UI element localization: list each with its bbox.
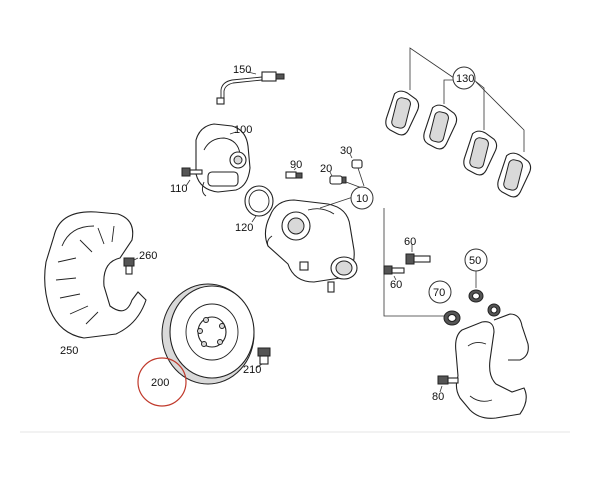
callout-130 bbox=[452, 66, 476, 90]
label-10: 10 bbox=[356, 193, 368, 205]
part-70-bushing[interactable] bbox=[443, 310, 461, 326]
label-130: 130 bbox=[456, 73, 474, 85]
part-100-caliper-housing[interactable] bbox=[195, 123, 251, 197]
part-250-dust-shield[interactable] bbox=[44, 211, 147, 339]
label-250: 250 bbox=[60, 345, 78, 357]
part-10-caliper-body[interactable] bbox=[264, 199, 358, 293]
label-100: 100 bbox=[234, 124, 252, 136]
part-50-bushing[interactable] bbox=[468, 289, 501, 317]
label-20: 20 bbox=[320, 163, 332, 175]
part-260-bolt[interactable] bbox=[123, 257, 135, 275]
part-60-guide-bolt[interactable] bbox=[383, 265, 405, 275]
label-120: 120 bbox=[235, 222, 253, 234]
part-210-screw[interactable] bbox=[257, 347, 271, 365]
label-70: 70 bbox=[433, 287, 445, 299]
callout-10 bbox=[350, 186, 374, 210]
part-20-cap[interactable] bbox=[329, 175, 347, 185]
leader-150 bbox=[247, 71, 257, 75]
label-200: 200 bbox=[151, 377, 169, 389]
label-80: 80 bbox=[432, 391, 444, 403]
part-80-bolt[interactable] bbox=[437, 375, 459, 385]
leader-60b bbox=[393, 275, 397, 281]
leader-260 bbox=[133, 257, 139, 261]
callout-70 bbox=[428, 280, 452, 304]
part-carrier-bracket[interactable] bbox=[455, 313, 529, 419]
part-110-bolt[interactable] bbox=[181, 167, 203, 177]
label-260: 260 bbox=[139, 250, 157, 262]
leader-80 bbox=[439, 385, 443, 393]
label-110: 110 bbox=[170, 183, 188, 195]
part-90-bleed-screw[interactable] bbox=[285, 171, 303, 179]
label-30: 30 bbox=[340, 145, 352, 157]
label-60a: 60 bbox=[404, 236, 416, 248]
label-60b: 60 bbox=[390, 279, 402, 291]
leader-90 bbox=[293, 167, 297, 171]
part-130-brake-pads[interactable] bbox=[383, 89, 533, 200]
leaders-130 bbox=[409, 47, 525, 152]
highlight-circle-200 bbox=[137, 357, 187, 407]
label-150: 150 bbox=[233, 64, 251, 76]
part-200-brake-disc[interactable] bbox=[161, 283, 255, 385]
leader-30 bbox=[349, 153, 353, 159]
callout-50 bbox=[464, 248, 488, 272]
label-50: 50 bbox=[469, 255, 481, 267]
label-210: 210 bbox=[243, 364, 261, 376]
part-30-plug[interactable] bbox=[351, 159, 363, 169]
part-120-seal-ring[interactable] bbox=[244, 185, 274, 217]
leader-210 bbox=[255, 363, 263, 369]
leader-100 bbox=[229, 131, 237, 135]
leader-120 bbox=[251, 215, 257, 223]
leader-20 bbox=[329, 171, 333, 177]
part-60-guide-pin[interactable] bbox=[405, 253, 431, 265]
label-90: 90 bbox=[290, 159, 302, 171]
bracket-group-outline bbox=[383, 208, 448, 317]
leader-110 bbox=[185, 179, 191, 187]
part-150-wear-sensor[interactable] bbox=[216, 71, 285, 105]
